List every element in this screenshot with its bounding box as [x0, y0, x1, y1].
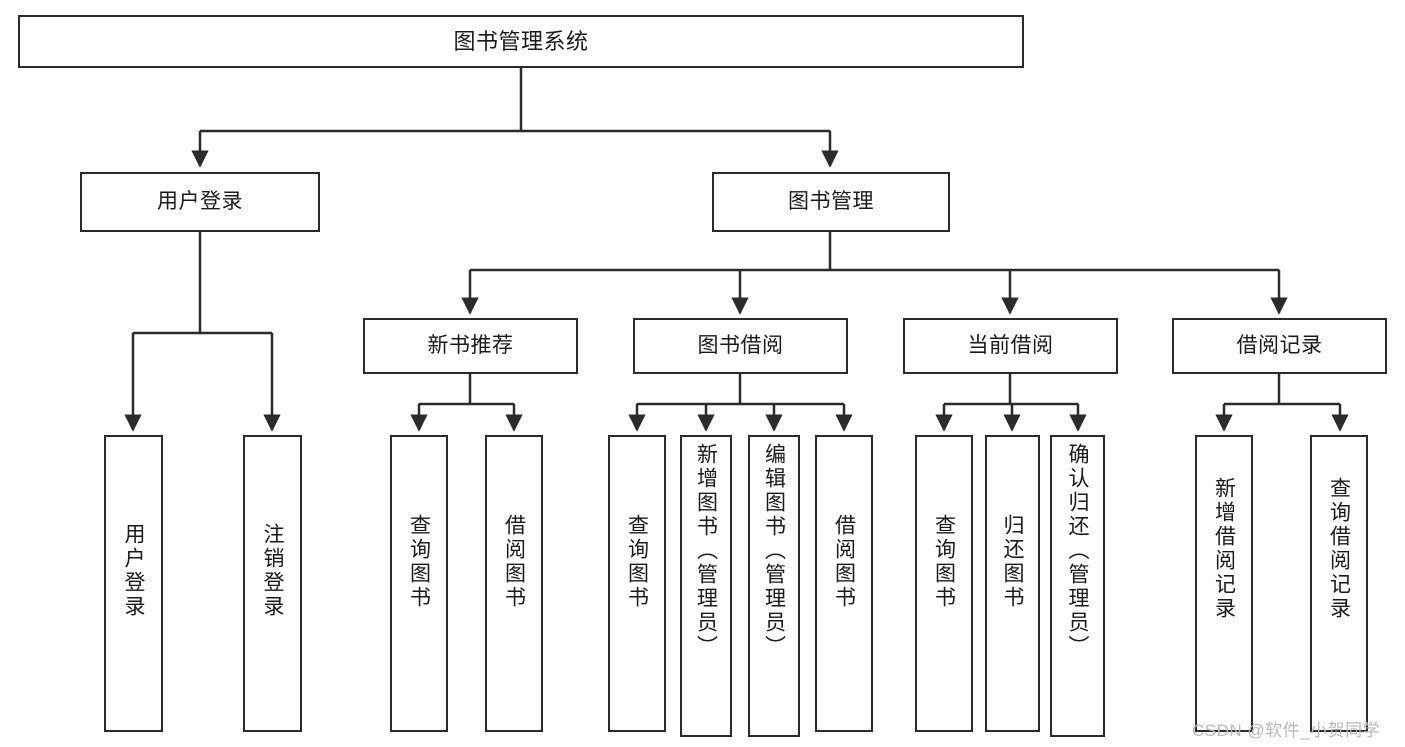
leaf-current-borrow-confirm[interactable]: 确认归还（管理员）: [1050, 435, 1105, 737]
leaf-new-book-borrow[interactable]: 借阅图书: [485, 435, 543, 732]
leaf-user-login-signout[interactable]: 注销登录: [243, 435, 302, 732]
node-label: 借阅图书: [832, 514, 856, 610]
leaf-new-book-query[interactable]: 查询图书: [390, 435, 448, 732]
node-label: 用户登录: [157, 189, 243, 213]
node-new-book-recommend[interactable]: 新书推荐: [363, 318, 578, 374]
node-root-system[interactable]: 图书管理系统: [18, 15, 1024, 68]
node-borrow-record[interactable]: 借阅记录: [1172, 318, 1387, 374]
node-label: 注销登录: [261, 523, 284, 619]
node-label: 新书推荐: [427, 333, 514, 357]
node-label: 当前借阅: [967, 333, 1054, 357]
leaf-borrow-record-query[interactable]: 查询借阅记录: [1310, 435, 1368, 732]
node-book-manage[interactable]: 图书管理: [712, 172, 950, 232]
node-label: 查询图书: [625, 514, 649, 610]
leaf-current-borrow-query[interactable]: 查询图书: [915, 435, 973, 732]
node-user-login[interactable]: 用户登录: [80, 172, 320, 232]
node-label: 新增图书（管理员）: [694, 443, 718, 659]
leaf-book-borrow-borrow[interactable]: 借阅图书: [815, 435, 873, 732]
node-current-borrow[interactable]: 当前借阅: [903, 318, 1118, 374]
node-label: 新增借阅记录: [1212, 477, 1236, 621]
node-label: 归还图书: [1001, 514, 1024, 610]
node-label: 图书管理: [788, 189, 874, 213]
node-label: 查询借阅记录: [1327, 477, 1351, 621]
leaf-user-login-signin[interactable]: 用户登录: [104, 435, 163, 732]
leaf-book-borrow-add[interactable]: 新增图书（管理员）: [680, 435, 732, 737]
node-label: 用户登录: [122, 523, 145, 619]
leaf-current-borrow-return[interactable]: 归还图书: [985, 435, 1040, 732]
node-label: 借阅记录: [1236, 333, 1323, 357]
node-book-borrow[interactable]: 图书借阅: [633, 318, 848, 374]
node-label: 查询图书: [407, 514, 431, 610]
leaf-book-borrow-edit[interactable]: 编辑图书（管理员）: [748, 435, 800, 737]
node-label: 确认归还（管理员）: [1066, 443, 1089, 659]
node-label: 借阅图书: [502, 514, 526, 610]
node-label: 图书管理系统: [453, 28, 589, 54]
node-label: 查询图书: [932, 514, 956, 610]
csdn-watermark: CSDN @软件_小贺同学: [1192, 721, 1381, 740]
leaf-borrow-record-add[interactable]: 新增借阅记录: [1195, 435, 1253, 732]
node-label: 图书借阅: [697, 333, 784, 357]
leaf-book-borrow-query[interactable]: 查询图书: [608, 435, 666, 732]
node-label: 编辑图书（管理员）: [762, 443, 786, 659]
